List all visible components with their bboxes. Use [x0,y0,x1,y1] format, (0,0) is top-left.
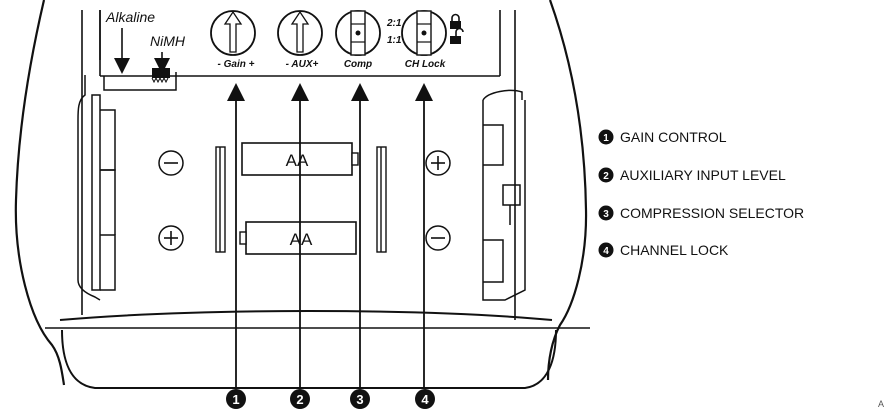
lock-closed-icon [450,13,461,29]
callout-number-4: 4 [415,389,435,409]
svg-text:GAIN CONTROL: GAIN CONTROL [620,129,727,145]
nimh-label: NiMH [150,33,186,49]
comp-switch[interactable] [335,10,381,56]
battery-type-switch [103,68,177,91]
callout-number-2: 2 [290,389,310,409]
legend-item: 4 CHANNEL LOCK [598,242,729,258]
gain-label: - Gain + [218,59,255,70]
svg-text:3: 3 [356,392,363,407]
svg-text:3: 3 [603,209,609,220]
corner-text: A [878,399,884,409]
callout-number-1: 1 [226,389,246,409]
comp-ratio-bottom: 1:1 [387,35,402,46]
minus-icon [425,225,451,251]
alkaline-label: Alkaline [105,9,155,25]
battery-bottom-text: AA [290,230,313,249]
legend: 1 GAIN CONTROL 2 AUXILIARY INPUT LEVEL 3… [598,129,804,258]
svg-text:COMPRESSION SELECTOR: COMPRESSION SELECTOR [620,205,804,221]
aux-knob[interactable] [277,10,323,56]
callout-leaders [227,83,433,388]
svg-text:1: 1 [232,392,239,407]
right-latch [482,89,526,301]
aux-label: - AUX+ [286,59,319,70]
battery-contacts [215,146,387,253]
svg-text:4: 4 [421,392,429,407]
plus-icon [158,225,184,251]
svg-text:2: 2 [603,171,609,182]
svg-text:CHANNEL LOCK: CHANNEL LOCK [620,242,729,258]
legend-item: 1 GAIN CONTROL [598,129,727,145]
battery-top-text: AA [286,151,309,170]
legend-item: 3 COMPRESSION SELECTOR [598,205,804,221]
left-latch [77,75,116,301]
svg-text:AUXILIARY INPUT LEVEL: AUXILIARY INPUT LEVEL [620,167,786,183]
legend-item: 2 AUXILIARY INPUT LEVEL [598,167,786,183]
chlock-label: CH Lock [405,59,446,70]
comp-label: Comp [344,59,372,70]
arrow-up-icon [223,10,243,53]
svg-text:2: 2 [296,392,303,407]
minus-icon [158,150,184,176]
battery-top [241,142,359,176]
svg-text:1: 1 [603,133,609,144]
callout-number-3: 3 [350,389,370,409]
channel-lock-switch[interactable] [401,10,447,56]
lock-open-icon [450,27,464,44]
battery-bottom [239,221,357,255]
gain-knob[interactable] [210,10,256,56]
svg-text:4: 4 [603,246,609,257]
comp-ratio-top: 2:1 [386,18,402,29]
arrow-up-icon [290,10,310,53]
plus-icon [425,150,451,176]
